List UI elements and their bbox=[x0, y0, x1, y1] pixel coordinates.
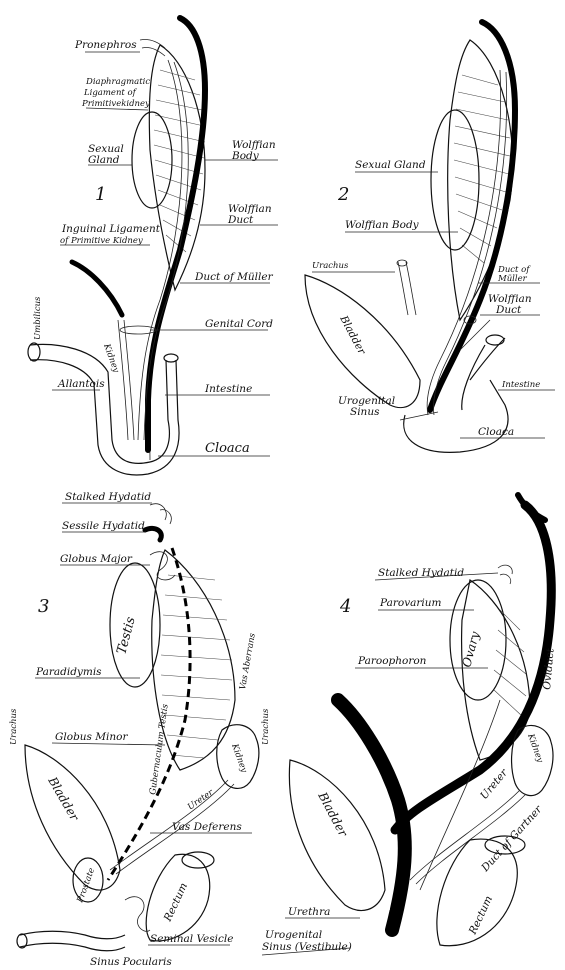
label-kidney-4: Kidney bbox=[525, 732, 545, 765]
label-seminal-vesicle-3: Seminal Vesicle bbox=[150, 933, 233, 945]
label-kidney-3: Kidney bbox=[229, 742, 249, 775]
label-gland-1: Gland bbox=[88, 154, 120, 166]
label-prostate-3: Prostate bbox=[75, 867, 97, 905]
label-bladder-3: Bladder bbox=[45, 774, 82, 825]
label-allantois-1: Allantois bbox=[57, 378, 105, 390]
label-globus-major-3: Globus Major bbox=[60, 553, 133, 565]
label-oviduct-4: Oviduct bbox=[541, 647, 557, 690]
label-inguinal-1: Inguinal Ligament bbox=[61, 223, 161, 235]
label-sinus-pocularis-3: Sinus Pocularis bbox=[90, 956, 172, 968]
label-umbilicus-1: Umbilicus bbox=[33, 296, 43, 340]
uterus-column-4 bbox=[338, 700, 405, 930]
label-wolffian-body-2: Wolffian Body bbox=[345, 219, 420, 231]
label-wolffian-duct-b-1: Duct bbox=[227, 214, 254, 226]
sessile-hydatid-3 bbox=[145, 528, 161, 540]
label-stalked-hydatid-3: Stalked Hydatid bbox=[65, 491, 151, 503]
label-duct-of-muller-1: Duct of Müller bbox=[194, 271, 274, 283]
label-urethra-4: Urethra bbox=[288, 906, 330, 918]
label-pronephros-1: Pronephros bbox=[74, 39, 137, 51]
label-sexual-gland-2: Sexual Gland bbox=[355, 159, 426, 171]
figure-3: 3 bbox=[17, 504, 259, 951]
allantois-opening bbox=[28, 343, 40, 361]
figure-2: 2 bbox=[305, 22, 515, 452]
label-paroophoron-4: Paroophoron bbox=[357, 655, 427, 667]
label-urachus-2: Urachus bbox=[312, 261, 349, 271]
label-parovarium-4: Parovarium bbox=[379, 597, 442, 609]
label-urachus-4: Urachus bbox=[261, 708, 271, 745]
label-sinus-vestibule-4: Sinus (Vestibule) bbox=[262, 941, 352, 953]
label-rectum-3: Rectum bbox=[161, 881, 190, 924]
label-sessile-hydatid-3: Sessile Hydatid bbox=[62, 520, 145, 532]
labels: Pronephros Diaphragmatic Ligament of Pri… bbox=[9, 39, 557, 968]
label-diaphragmatic-1: Diaphragmatic bbox=[85, 77, 150, 87]
label-paradidymis-3: Paradidymis bbox=[35, 666, 102, 678]
label-ovary-4: Ovary bbox=[459, 630, 482, 669]
label-vas-deferens-3: Vas Deferens bbox=[172, 821, 242, 833]
figure-number-2: 2 bbox=[337, 184, 349, 205]
label-urachus-3: Urachus bbox=[9, 708, 19, 745]
figure-number-4: 4 bbox=[339, 596, 351, 617]
figure-4: 4 bbox=[289, 495, 553, 946]
label-muller-2: Müller bbox=[497, 274, 528, 284]
label-urogenital-4: Urogenital bbox=[265, 929, 322, 941]
label-genital-cord-1: Genital Cord bbox=[205, 318, 273, 330]
figure-number-3: 3 bbox=[38, 596, 49, 617]
intestine-opening bbox=[164, 354, 178, 362]
label-testis-3: Testis bbox=[114, 615, 138, 656]
label-bladder-2: Bladder bbox=[337, 313, 368, 357]
intestine-opening-2 bbox=[486, 335, 504, 345]
label-wolffian-body-b-1: Body bbox=[231, 150, 260, 162]
label-gubernaculum-3: Gubernaculum Testis bbox=[148, 703, 171, 796]
label-ureter-3: Ureter bbox=[186, 787, 216, 812]
label-ligament-of-1: Ligament of bbox=[83, 88, 138, 98]
sexual-gland-1 bbox=[132, 112, 172, 208]
label-sinus-2: Sinus bbox=[350, 406, 380, 418]
label-duct-of-gartner-4: Duct of Gartner bbox=[479, 803, 545, 875]
label-intestine-1: Intestine bbox=[204, 383, 252, 395]
label-stalked-hydatid-4: Stalked Hydatid bbox=[378, 567, 464, 579]
label-cloaca-1: Cloaca bbox=[205, 441, 250, 456]
label-duct-2: Duct bbox=[495, 304, 522, 316]
label-globus-minor-3: Globus Minor bbox=[55, 731, 128, 743]
figure-number-1: 1 bbox=[95, 184, 106, 205]
label-intestine-2: Intestine bbox=[501, 380, 540, 390]
label-kidney-1: Kidney bbox=[101, 342, 121, 375]
label-cloaca-2: Cloaca bbox=[478, 426, 514, 438]
label-inguinal-b-1: of Primitive Kidney bbox=[60, 236, 143, 246]
label-primitivekidney-1: Primitivekidney bbox=[81, 99, 150, 109]
duct-of-muller-2 bbox=[430, 22, 515, 410]
sexual-gland-2 bbox=[431, 110, 479, 250]
label-vas-aberrans-3: Vas Aberrans bbox=[238, 632, 258, 691]
